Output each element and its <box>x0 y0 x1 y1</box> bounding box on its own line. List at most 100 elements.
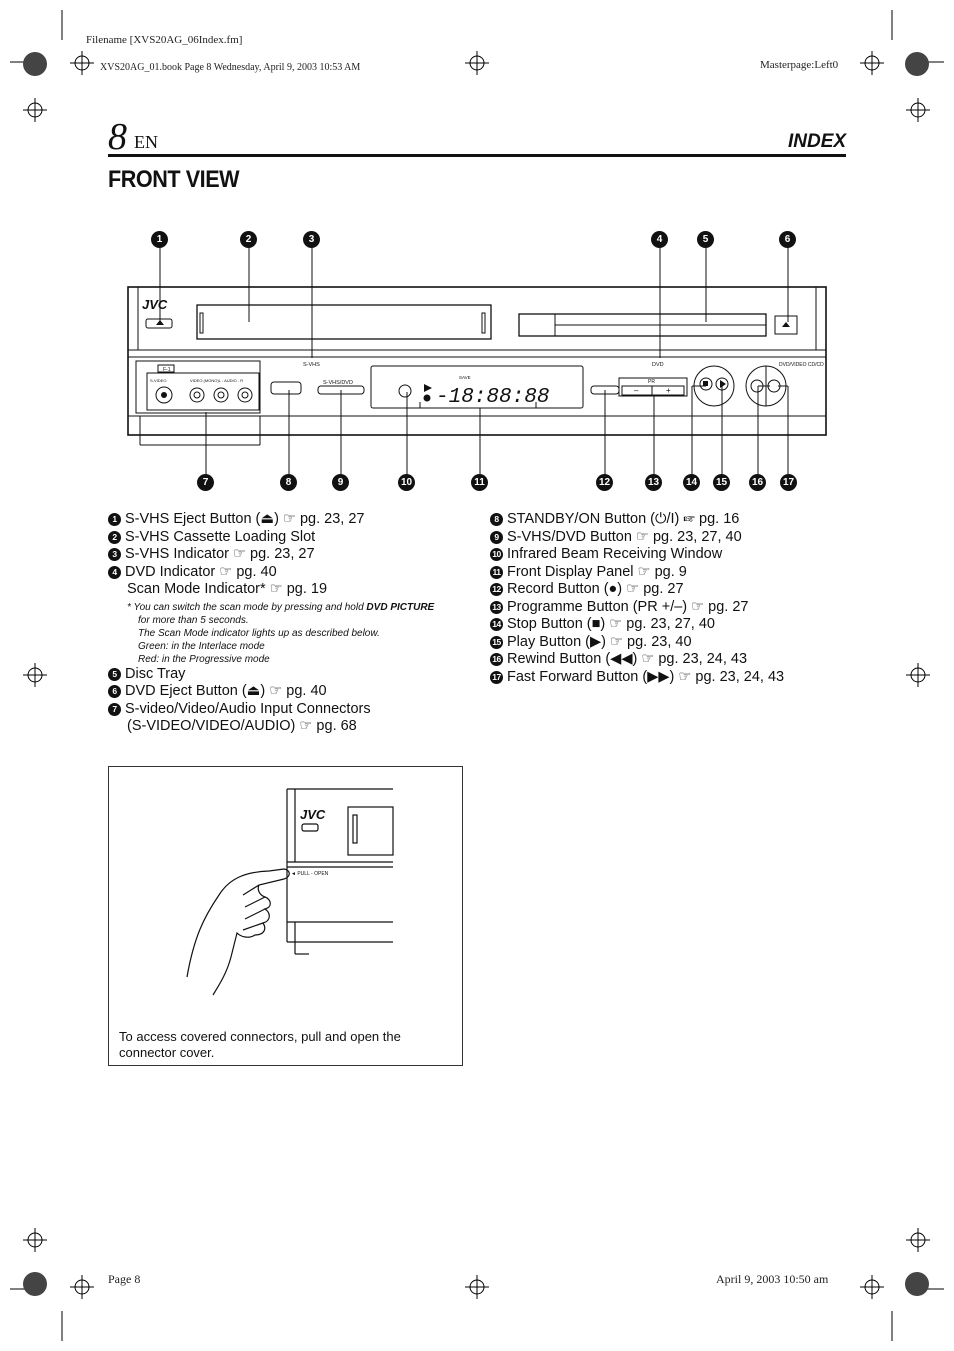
item-text: S-VHS Eject Button (⏏) ☞ pg. 23, 27 <box>125 511 365 527</box>
item-number: 12 <box>490 583 503 597</box>
callout-12: 12 <box>596 474 613 491</box>
item-text: Front Display Panel ☞ pg. 9 <box>507 563 687 580</box>
item-text: Stop Button (■) ☞ pg. 23, 27, 40 <box>507 616 715 632</box>
connector-cover-illustration-box: JVC ◄ PULL - OPEN To access covered conn… <box>108 766 463 1066</box>
item-number: 7 <box>108 702 121 716</box>
callout-1: 1 <box>151 231 168 248</box>
footer-date: April 9, 2003 10:50 am <box>716 1272 829 1286</box>
list-item: 14 Stop Button (■) ☞ pg. 23, 27, 40 <box>490 616 784 634</box>
footnote-line: The Scan Mode indicator lights up as des… <box>138 627 380 639</box>
svhs-indicator-label: S-VHS <box>303 362 320 368</box>
hand-opening-cover-illustration: JVC ◄ PULL - OPEN <box>186 788 394 996</box>
callout-13: 13 <box>645 474 662 491</box>
item-number: 3 <box>108 548 121 562</box>
list-item: 12 Record Button (●) ☞ pg. 27 <box>490 581 784 599</box>
item-text: Fast Forward Button (▶▶) ☞ pg. 23, 24, 4… <box>507 668 785 685</box>
filename-label: Filename [XVS20AG_06Index.fm] <box>86 34 243 46</box>
item-text: S-VHS/DVD Button ☞ pg. 23, 27, 40 <box>507 528 742 545</box>
list-item: 4 DVD Indicator ☞ pg. 40 <box>108 564 434 582</box>
pr-plus-label: + <box>666 386 671 395</box>
item-text: S-VHS Cassette Loading Slot <box>125 528 316 545</box>
svideo-label: S-VIDEO <box>150 378 166 383</box>
callout-15: 15 <box>713 474 730 491</box>
item-text: DVD Eject Button (⏏) ☞ pg. 40 <box>125 683 327 699</box>
footnote-line: for more than 5 seconds. <box>138 614 249 626</box>
callout-10: 10 <box>398 474 415 491</box>
video-audio-label: VIDEO (MONO)L - AUDIO - R <box>190 378 243 383</box>
dvd-vcr-front-panel: JVC S-VHS DVD S-VHS/DVD DVD/VIDEO CD/CD … <box>127 248 827 474</box>
item-number: 4 <box>108 565 121 579</box>
list-item: 7 S-video/Video/Audio Input Connectors <box>108 701 434 719</box>
callout-16: 16 <box>749 474 766 491</box>
section-title: INDEX <box>788 131 847 152</box>
item-text: Record Button (●) ☞ pg. 27 <box>507 581 684 597</box>
list-item: 3 S-VHS Indicator ☞ pg. 23, 27 <box>108 546 434 564</box>
language-code: EN <box>134 132 158 152</box>
f1-label: F-1 <box>163 367 171 373</box>
item-number: 14 <box>490 618 503 632</box>
masterpage-label: Masterpage:Left0 <box>760 59 839 71</box>
footnote-text: * You can switch the scan mode by pressi… <box>127 601 367 613</box>
box-brand-logo: JVC <box>300 807 326 822</box>
item-text: STANDBY/ON Button (⏻/I) ☞ pg. 16 <box>507 511 740 527</box>
item-number: 13 <box>490 600 503 614</box>
list-item: 17 Fast Forward Button (▶▶) ☞ pg. 23, 24,… <box>490 669 784 687</box>
display-save-label: SAVE <box>459 375 471 380</box>
header-rule <box>108 154 846 157</box>
list-item: 2 S-VHS Cassette Loading Slot <box>108 529 434 547</box>
item-text: S-VHS Indicator ☞ pg. 23, 27 <box>125 546 315 562</box>
item-text: Play Button (▶) ☞ pg. 23, 40 <box>507 633 692 650</box>
callout-7: 7 <box>197 474 214 491</box>
list-item: 5 Disc Tray <box>108 666 434 684</box>
dvd-vcd-cd-label: DVD/VIDEO CD/CD <box>779 362 824 368</box>
pull-open-label: ◄ PULL - OPEN <box>291 871 329 877</box>
callout-5: 5 <box>697 231 714 248</box>
brand-logo: JVC <box>142 297 168 312</box>
scan-mode-item: Scan Mode Indicator* ☞ pg. 19 <box>127 581 328 597</box>
callout-11: 11 <box>471 474 488 491</box>
page-heading: FRONT VIEW <box>108 166 240 193</box>
dvd-indicator-label: DVD <box>652 362 664 368</box>
list-item: 9 S-VHS/DVD Button ☞ pg. 23, 27, 40 <box>490 529 784 547</box>
callout-4: 4 <box>651 231 668 248</box>
item-number: 1 <box>108 513 121 527</box>
callout-3: 3 <box>303 231 320 248</box>
item-number: 9 <box>490 530 503 544</box>
svhs-dvd-button-label: S-VHS/DVD <box>323 380 353 386</box>
footnote-line: Red: in the Progressive mode <box>138 653 270 665</box>
footnote-line: Green: in the Interlace mode <box>138 640 265 652</box>
item-number: 16 <box>490 653 503 667</box>
item-text: DVD Indicator ☞ pg. 40 <box>125 563 277 580</box>
pr-minus-label: – <box>634 386 639 395</box>
pr-label: PR <box>648 379 655 385</box>
item-text: Rewind Button (◀◀) ☞ pg. 23, 24, 43 <box>507 651 748 667</box>
item-text: Disc Tray <box>125 665 186 682</box>
book-info-label: XVS20AG_01.book Page 8 Wednesday, April … <box>100 62 361 73</box>
item-number: 10 <box>490 548 503 562</box>
list-item: 6 DVD Eject Button (⏏) ☞ pg. 40 <box>108 683 434 701</box>
callout-8: 8 <box>280 474 297 491</box>
item7-continuation: (S-VIDEO/VIDEO/AUDIO) ☞ pg. 68 <box>127 718 357 734</box>
footnote: * You can switch the scan mode by pressi… <box>108 601 434 666</box>
item-text: Infrared Beam Receiving Window <box>507 546 723 562</box>
footnote-line: * You can switch the scan mode by pressi… <box>127 601 434 614</box>
list-item: 10 Infrared Beam Receiving Window <box>490 546 784 564</box>
list-item: 16 Rewind Button (◀◀) ☞ pg. 23, 24, 43 <box>490 651 784 669</box>
item-number: 2 <box>108 530 121 544</box>
footnote-bold: DVD PICTURE <box>366 601 435 613</box>
item-number: 6 <box>108 685 121 699</box>
item-text: S-video/Video/Audio Input Connectors <box>125 700 371 717</box>
callout-9: 9 <box>332 474 349 491</box>
item-number: 5 <box>108 667 121 681</box>
callout-6: 6 <box>779 231 796 248</box>
item-number: 17 <box>490 670 503 684</box>
callout-17: 17 <box>780 474 797 491</box>
front-display-readout: -18:88:88 <box>436 386 549 409</box>
